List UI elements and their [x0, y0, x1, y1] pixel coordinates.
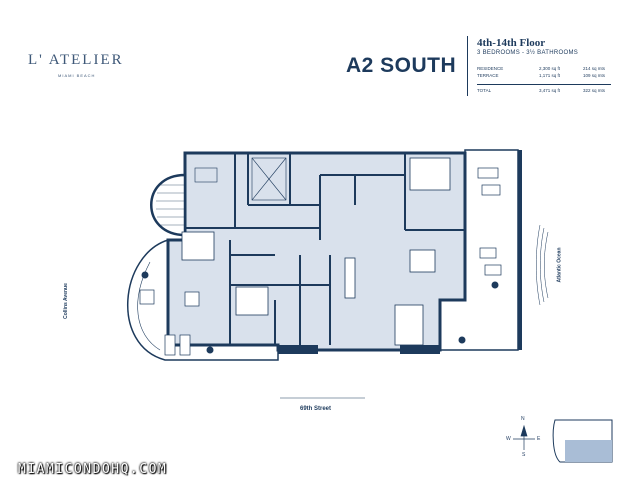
compass-s: S	[522, 452, 526, 458]
bed-2	[181, 231, 215, 261]
bed-3	[235, 286, 269, 316]
kitchen-island	[344, 257, 356, 299]
unit-title: A2 SOUTH	[346, 54, 457, 77]
stair-core	[150, 173, 187, 237]
west-terrace	[126, 238, 279, 361]
compass-n: N	[521, 416, 525, 422]
compass-w: W	[506, 436, 511, 442]
key-plan-unit	[565, 440, 612, 462]
logo-location: MIAMI BEACH	[58, 73, 96, 78]
sofa	[409, 249, 436, 273]
street-collins: Collins Avenue	[62, 283, 69, 319]
total-rule	[477, 84, 611, 85]
bedroom-count: 3 BEDROOMS - 3½ BATHROOMS	[477, 50, 579, 56]
dining-table	[394, 304, 424, 346]
compass-e: E	[537, 436, 541, 442]
watermark: MIAMICONDOHQ.COM	[18, 462, 168, 477]
bed-master	[409, 157, 451, 191]
compass-icon	[513, 424, 535, 450]
logo: L' ATELIER	[28, 52, 124, 68]
divider	[467, 36, 468, 96]
street-69th: 69th Street	[300, 406, 332, 412]
street-ocean: Atlantic Ocean	[556, 247, 563, 283]
floor-range: 4th-14th Floor	[477, 37, 546, 49]
